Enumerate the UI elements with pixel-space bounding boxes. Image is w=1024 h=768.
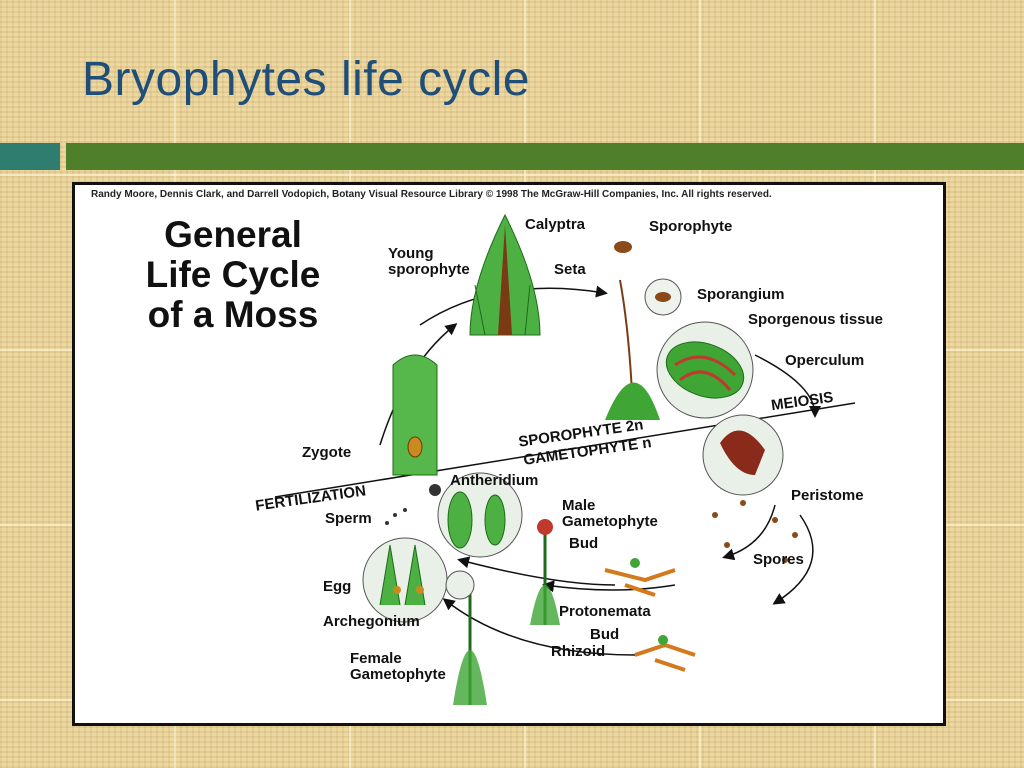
peristome-drawing bbox=[702, 414, 784, 496]
heading-line: of a Moss bbox=[147, 294, 319, 335]
spores-dots bbox=[712, 500, 798, 563]
label-sporgenous-tissue: Sporgenous tissue bbox=[748, 311, 884, 328]
label-peristome: Peristome bbox=[791, 487, 864, 504]
label-female-gametophyte-1: Female bbox=[350, 650, 402, 667]
antheridium-drawing bbox=[429, 472, 523, 558]
label-bud-lower: Bud bbox=[590, 626, 620, 643]
protonemata-drawing bbox=[604, 568, 696, 672]
accent-bar-left bbox=[0, 143, 60, 170]
heading-line: Life Cycle bbox=[145, 254, 321, 295]
label-zygote: Zygote bbox=[302, 444, 352, 461]
label-male-gametophyte-1: Male bbox=[562, 497, 596, 514]
label-spores: Spores bbox=[753, 551, 804, 568]
figure-credit: Randy Moore, Dennis Clark, and Darrell V… bbox=[91, 189, 772, 200]
label-sporangium: Sporangium bbox=[697, 286, 785, 303]
label-calyptra: Calyptra bbox=[525, 216, 586, 233]
label-archegonium: Archegonium bbox=[323, 613, 420, 630]
label-operculum: Operculum bbox=[785, 352, 865, 369]
label-protonemata: Protonemata bbox=[559, 603, 651, 620]
bud-lower-dot bbox=[658, 635, 668, 645]
figure-heading: General Life Cycle of a Moss bbox=[103, 215, 363, 335]
label-seta: Seta bbox=[554, 261, 586, 278]
label-young-sporophyte-2: sporophyte bbox=[388, 261, 470, 278]
sperm-dots bbox=[385, 508, 407, 525]
label-rhizoid: Rhizoid bbox=[551, 643, 606, 660]
label-sporophyte: Sporophyte bbox=[649, 218, 733, 235]
life-cycle-illustration bbox=[274, 213, 856, 705]
label-male-gametophyte-2: Gametophyte bbox=[562, 513, 658, 530]
female-gametophyte-drawing bbox=[445, 570, 487, 705]
label-young-sporophyte-1: Young bbox=[388, 245, 434, 262]
label-sperm: Sperm bbox=[325, 510, 372, 527]
sporangium-section-drawing bbox=[656, 321, 754, 419]
heading-line: General bbox=[164, 214, 302, 255]
zygote-drawing bbox=[392, 354, 438, 476]
label-egg: Egg bbox=[323, 578, 352, 595]
slide-title: Bryophytes life cycle bbox=[82, 53, 531, 106]
moss-life-cycle-figure: Randy Moore, Dennis Clark, and Darrell V… bbox=[72, 182, 946, 726]
label-bud-upper: Bud bbox=[569, 535, 599, 552]
sporophyte-drawing bbox=[605, 241, 682, 420]
archegonium-drawing bbox=[362, 537, 448, 623]
young-sporophyte-drawing bbox=[469, 213, 541, 336]
accent-bar-right bbox=[66, 143, 1024, 170]
male-gametophyte-drawing bbox=[530, 519, 560, 625]
bud-upper-dot bbox=[630, 558, 640, 568]
label-female-gametophyte-2: Gametophyte bbox=[350, 666, 446, 683]
label-antheridium: Antheridium bbox=[450, 472, 539, 489]
